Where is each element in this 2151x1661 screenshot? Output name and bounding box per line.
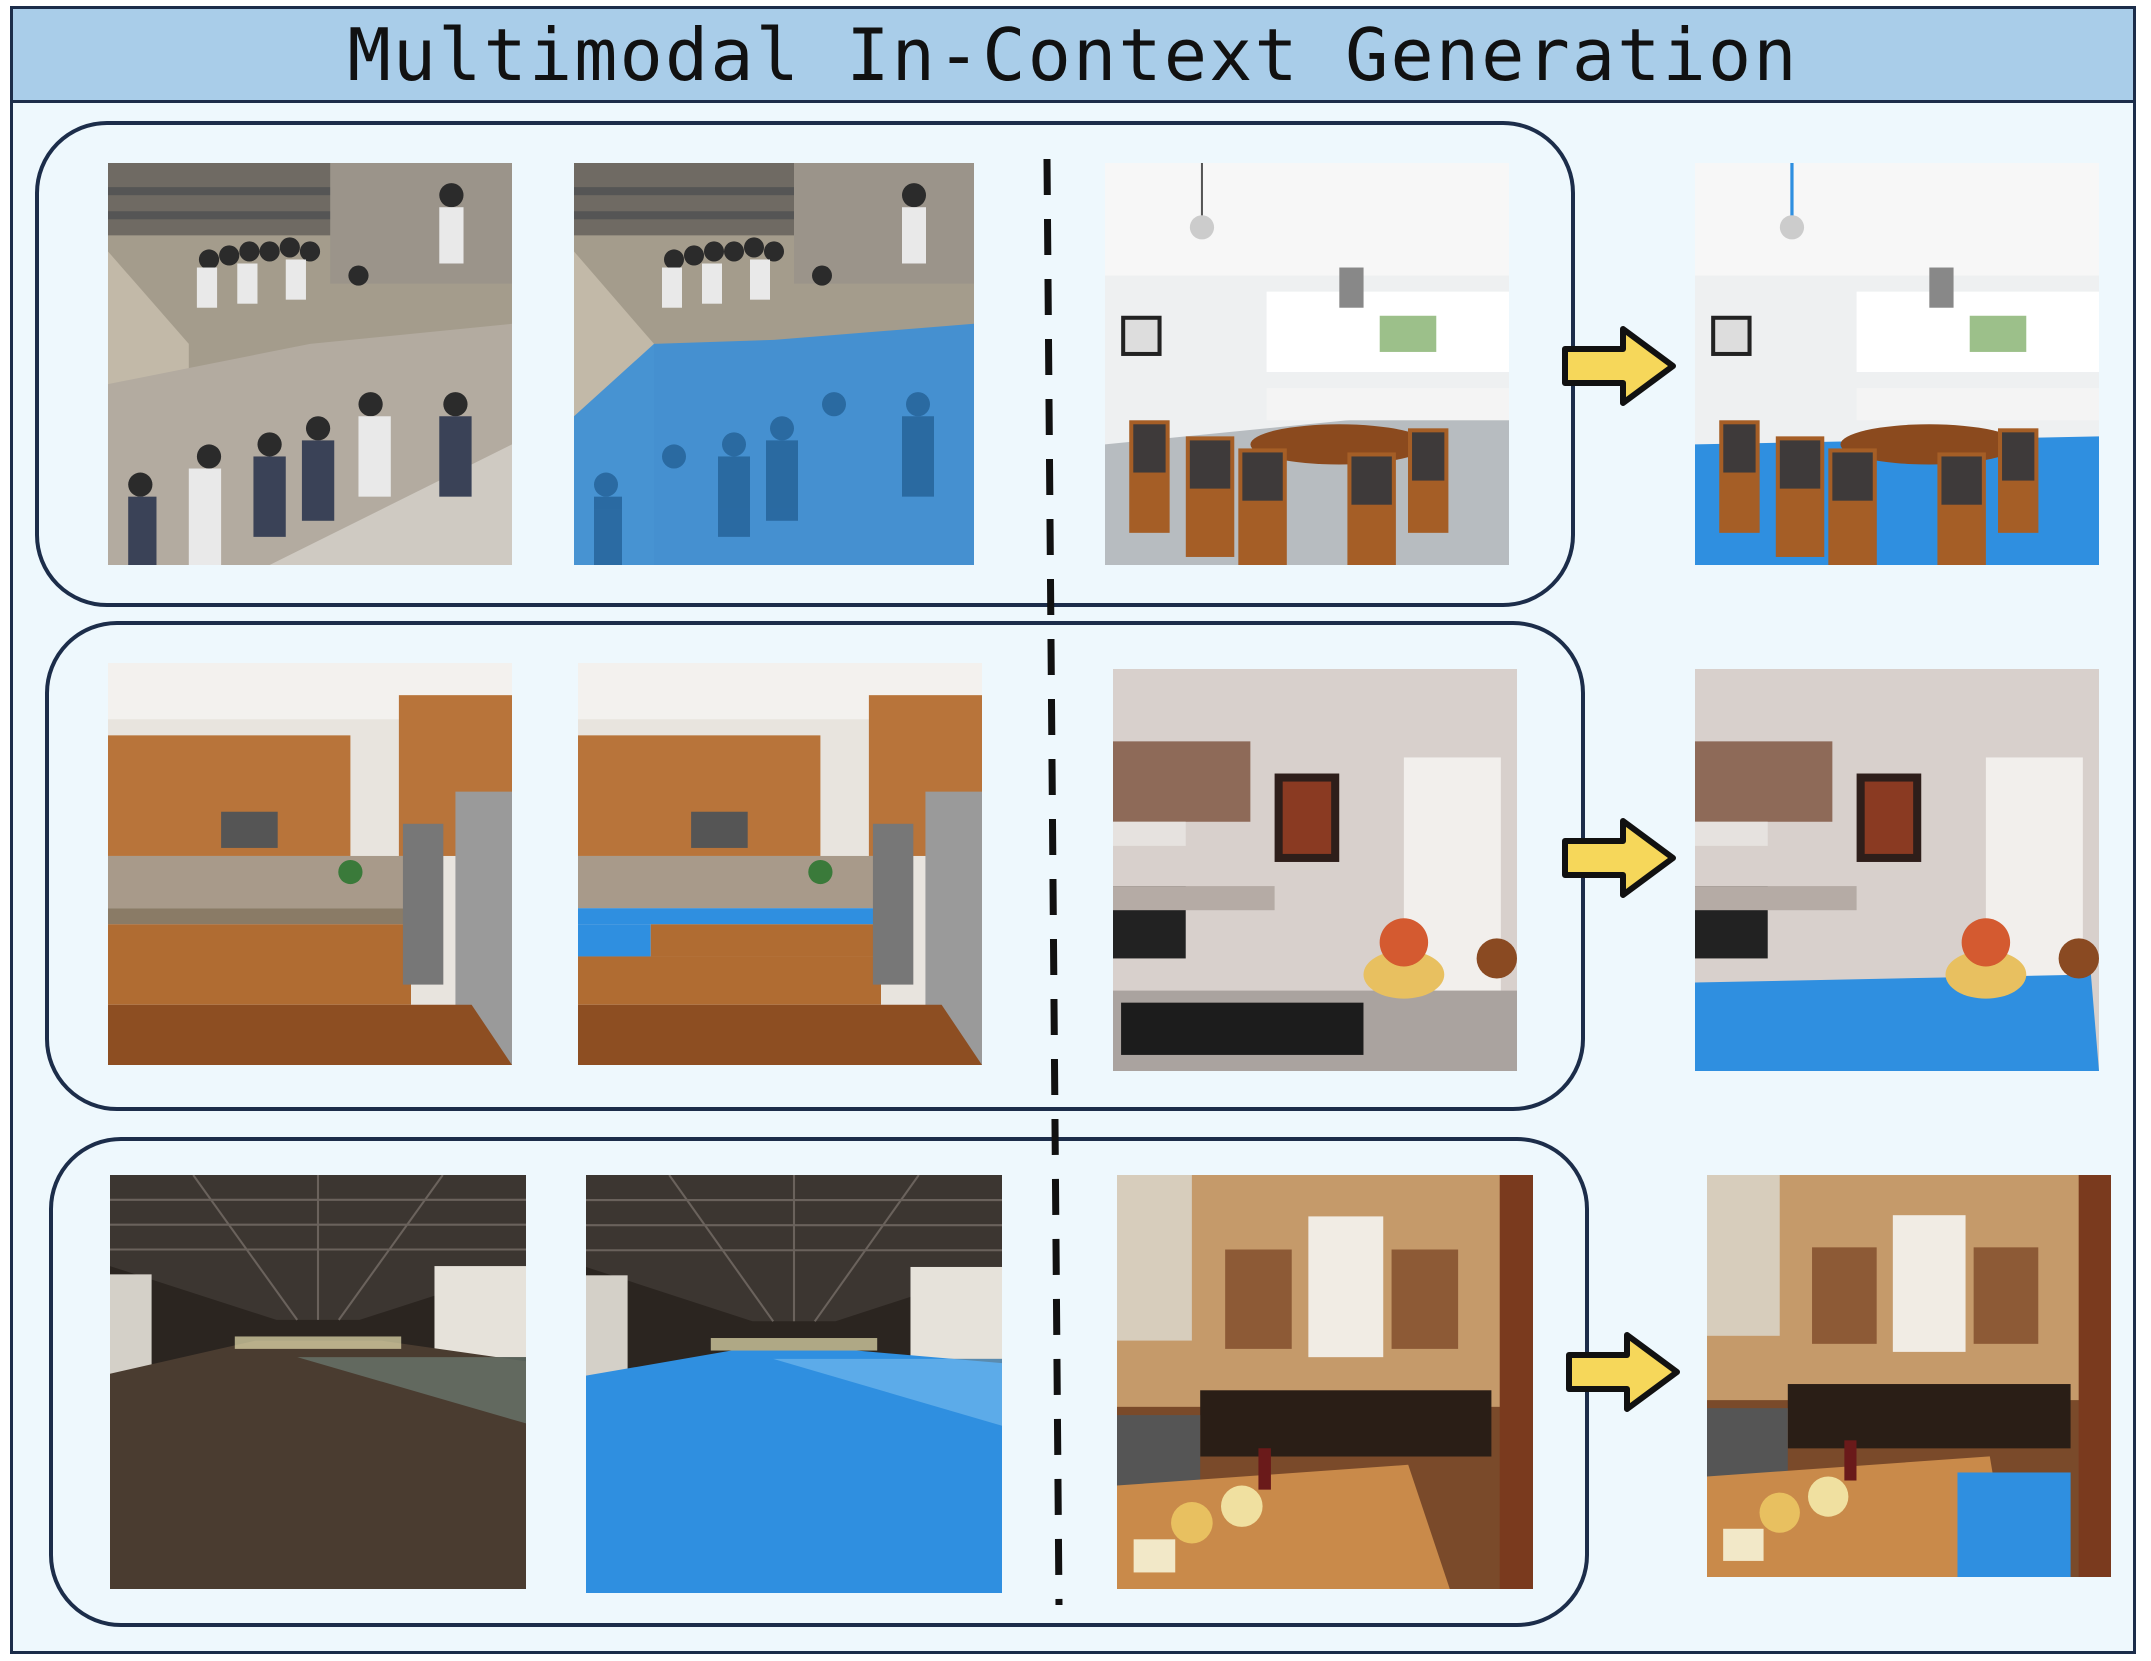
right-arrow-icon <box>1562 818 1676 898</box>
row-1-query-image <box>1105 163 1509 565</box>
figure-title: Multimodal In-Context Generation <box>347 12 1799 97</box>
row-2-query-image <box>1113 669 1517 1071</box>
row-1-result-image <box>1695 163 2099 565</box>
row-2-example-mask-image <box>578 663 982 1065</box>
figure-frame: Multimodal In-Context Generation <box>10 6 2136 1654</box>
row-1-example-mask-image <box>574 163 974 565</box>
row-3-result-image <box>1707 1175 2111 1577</box>
title-bar: Multimodal In-Context Generation <box>13 9 2133 103</box>
row-3-example-image <box>110 1175 526 1589</box>
row-1-example-image <box>108 163 512 565</box>
row-3-example-mask-image <box>586 1175 1002 1593</box>
right-arrow-icon <box>1562 326 1676 406</box>
row-3-query-image <box>1117 1175 1533 1589</box>
right-arrow-icon <box>1566 1332 1680 1412</box>
row-2-result-image <box>1695 669 2099 1071</box>
row-2-example-image <box>108 663 512 1065</box>
